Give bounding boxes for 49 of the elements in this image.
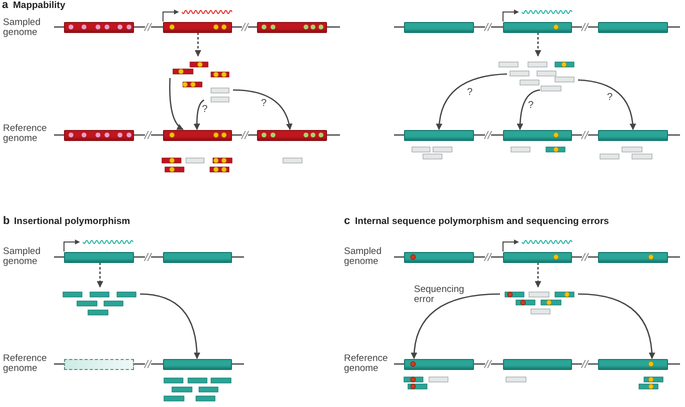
arrow (194, 99, 204, 130)
exon-bar (503, 358, 572, 370)
panel-letter: a (2, 0, 8, 10)
panel-letter: c (344, 216, 350, 226)
row-label: Sequencing error (414, 285, 462, 305)
exon-bar (503, 22, 572, 32)
panel-title: Insertional polymorphism (14, 216, 130, 226)
arrow (411, 293, 500, 360)
row-label: Reference genome (3, 124, 48, 144)
edge-label: ? (260, 99, 268, 109)
edge-label: ? (466, 88, 474, 98)
row-label: Sampled genome (3, 247, 42, 267)
exon-bar (503, 252, 572, 262)
exon-bar (64, 252, 134, 262)
arrow (194, 32, 202, 57)
arrow (534, 262, 542, 288)
arrow (578, 293, 655, 360)
exon-bar (598, 358, 668, 370)
panel-title: Mappability (13, 1, 66, 11)
exon-bar (163, 358, 232, 370)
row-label: Reference genome (3, 354, 48, 374)
edge-label: ? (606, 93, 614, 103)
row-label: Sampled genome (344, 247, 382, 267)
exon-bar (503, 130, 572, 140)
exon-bar (598, 22, 668, 32)
exon-bar (163, 22, 232, 32)
exon-bar (404, 130, 474, 140)
panel-letter: b (3, 216, 10, 226)
exon-bar (404, 252, 474, 262)
panel-title: Internal sequence polymorphism and sequencing errors (355, 216, 609, 226)
row-label: Sampled genome (3, 18, 42, 38)
missing-exon-bar (64, 358, 134, 370)
edge-label: ? (201, 105, 209, 115)
exon-bar (598, 252, 668, 262)
exon-bar (598, 130, 668, 140)
exon-bar (404, 358, 474, 370)
arrow (140, 293, 200, 360)
arrow (232, 89, 292, 130)
edge-label: ? (527, 101, 535, 111)
row-label: Reference genome (344, 354, 389, 374)
exon-bar (163, 130, 232, 140)
exon-bar (163, 252, 232, 262)
arrow (169, 78, 184, 130)
arrow (534, 32, 542, 57)
arrow (516, 89, 540, 130)
arrow (436, 73, 508, 130)
exon-bar (404, 22, 474, 32)
arrow (96, 262, 104, 288)
arrow (578, 79, 636, 130)
